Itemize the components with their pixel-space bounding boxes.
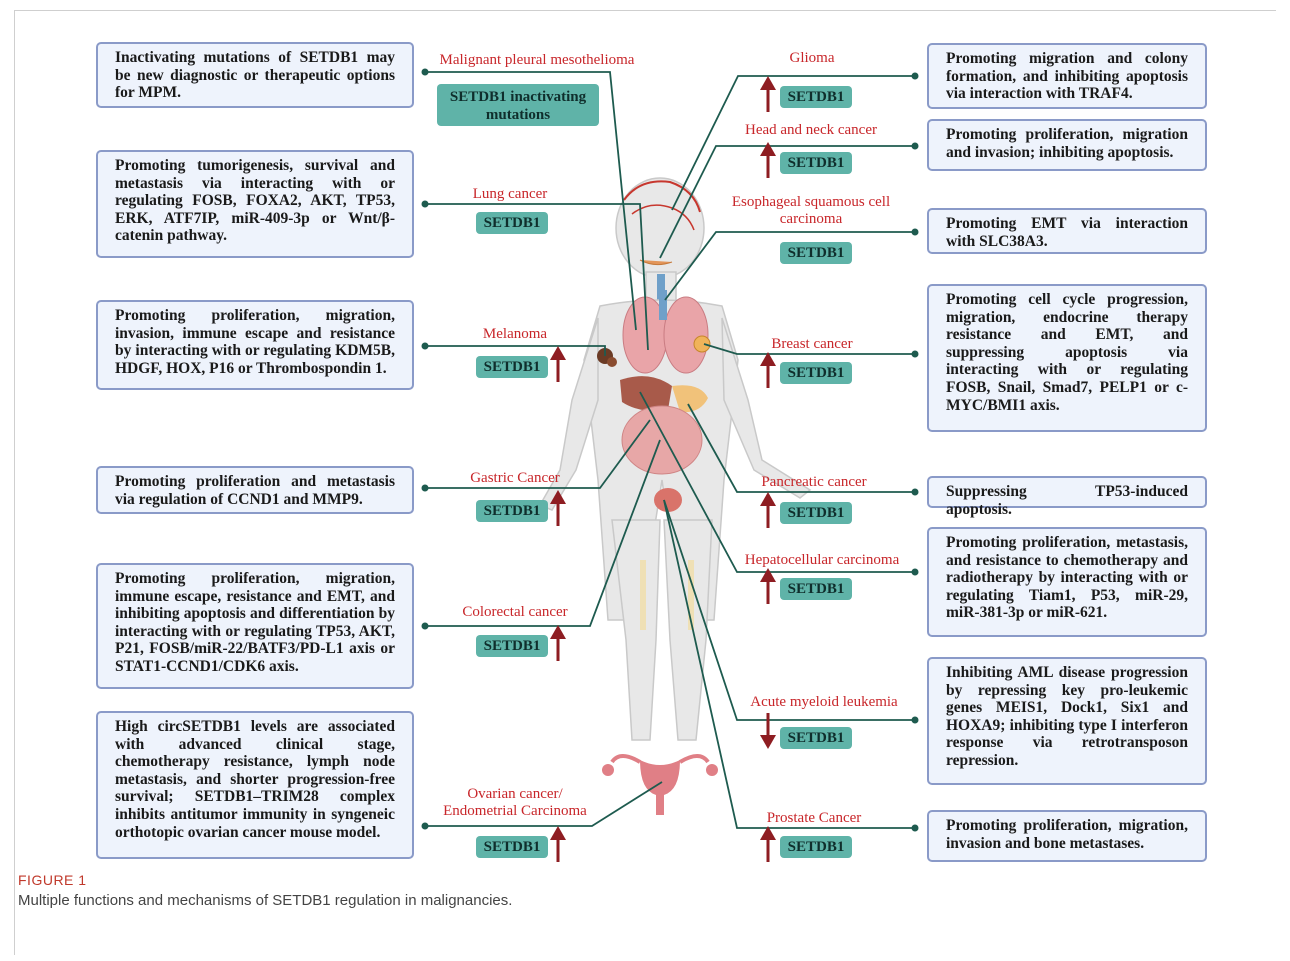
mpm-description-box: Inactivating mutations of SETDB1 may be … xyxy=(96,42,414,108)
melanoma-setdb1-badge: SETDB1 xyxy=(476,356,548,378)
gastric-disease-label: Gastric Cancer xyxy=(440,470,590,487)
lung-setdb1-badge: SETDB1 xyxy=(476,212,548,234)
colorectal-setdb1-badge: SETDB1 xyxy=(476,635,548,657)
left-2-up-arrow-icon xyxy=(550,346,566,382)
glioma-setdb1-badge: SETDB1 xyxy=(780,86,852,108)
mpm-setdb1-badge-text: SETDB1 inactivating mutations xyxy=(450,89,586,123)
right-6-down-arrow-icon xyxy=(760,713,776,749)
pancreatic-setdb1-badge: SETDB1 xyxy=(780,502,852,524)
escc-setdb1-badge: SETDB1 xyxy=(780,242,852,264)
lung-disease-label: Lung cancer xyxy=(440,186,580,203)
right-3-up-arrow-icon xyxy=(760,352,776,388)
breast-setdb1-badge: SETDB1 xyxy=(780,362,852,384)
mpm-disease-label: Malignant pleural mesothelioma xyxy=(422,52,652,69)
ovarian-description-box: High circSETDB1 levels are associated wi… xyxy=(96,711,414,859)
hcc-setdb1-badge: SETDB1 xyxy=(780,578,852,600)
prostate-setdb1-badge: SETDB1 xyxy=(780,836,852,858)
prostate-disease-label: Prostate Cancer xyxy=(750,810,878,827)
left-4-up-arrow-icon xyxy=(550,625,566,661)
aml-setdb1-badge: SETDB1 xyxy=(780,727,852,749)
ovarian-setdb1-badge: SETDB1 xyxy=(476,836,548,858)
hcc-disease-label: Hepatocellular carcinoma xyxy=(732,552,912,569)
right-4-up-arrow-icon xyxy=(760,492,776,528)
right-5-up-arrow-icon xyxy=(760,568,776,604)
headneck-setdb1-badge: SETDB1 xyxy=(780,152,852,174)
escc-description-box: Promoting EMT via interaction with SLC38… xyxy=(927,208,1207,254)
pancreatic-disease-label: Pancreatic cancer xyxy=(746,474,882,491)
right-1-up-arrow-icon xyxy=(760,142,776,178)
headneck-disease-label: Head and neck cancer xyxy=(726,122,896,139)
breast-disease-label: Breast cancer xyxy=(750,336,874,353)
mpm-setdb1-badge: SETDB1 inactivating mutations xyxy=(437,84,599,126)
ovarian-disease-label: Ovarian cancer/ Endometrial Carcinoma xyxy=(430,786,600,820)
glioma-description-box: Promoting migration and colony formation… xyxy=(927,43,1207,109)
gastric-description-box: Promoting proliferation and metastasis v… xyxy=(96,466,414,514)
breast-description-box: Promoting cell cycle progression, migrat… xyxy=(927,284,1207,432)
aml-disease-label: Acute myeloid leukemia xyxy=(736,694,912,711)
lung-description-box: Promoting tumorigenesis, survival and me… xyxy=(96,150,414,258)
pancreatic-description-box: Suppressing TP53-induced apoptosis. xyxy=(927,476,1207,508)
figure-caption: Multiple functions and mechanisms of SET… xyxy=(18,892,512,909)
right-7-up-arrow-icon xyxy=(760,826,776,862)
hcc-description-box: Promoting proliferation, metastasis, and… xyxy=(927,527,1207,637)
left-5-up-arrow-icon xyxy=(550,826,566,862)
gastric-setdb1-badge: SETDB1 xyxy=(476,500,548,522)
headneck-description-box: Promoting proliferation, migration and i… xyxy=(927,119,1207,171)
prostate-description-box: Promoting proliferation, migration, inva… xyxy=(927,810,1207,862)
melanoma-disease-label: Melanoma xyxy=(440,326,590,343)
aml-description-box: Inhibiting AML disease progression by re… xyxy=(927,657,1207,785)
colorectal-disease-label: Colorectal cancer xyxy=(440,604,590,621)
escc-disease-label: Esophageal squamous cell carcinoma xyxy=(716,194,906,228)
figure-label: FIGURE 1 xyxy=(18,872,87,888)
right-0-up-arrow-icon xyxy=(760,76,776,112)
glioma-disease-label: Glioma xyxy=(752,50,872,67)
colorectal-description-box: Promoting proliferation, migration, immu… xyxy=(96,563,414,689)
melanoma-description-box: Promoting proliferation, migration, inva… xyxy=(96,300,414,390)
